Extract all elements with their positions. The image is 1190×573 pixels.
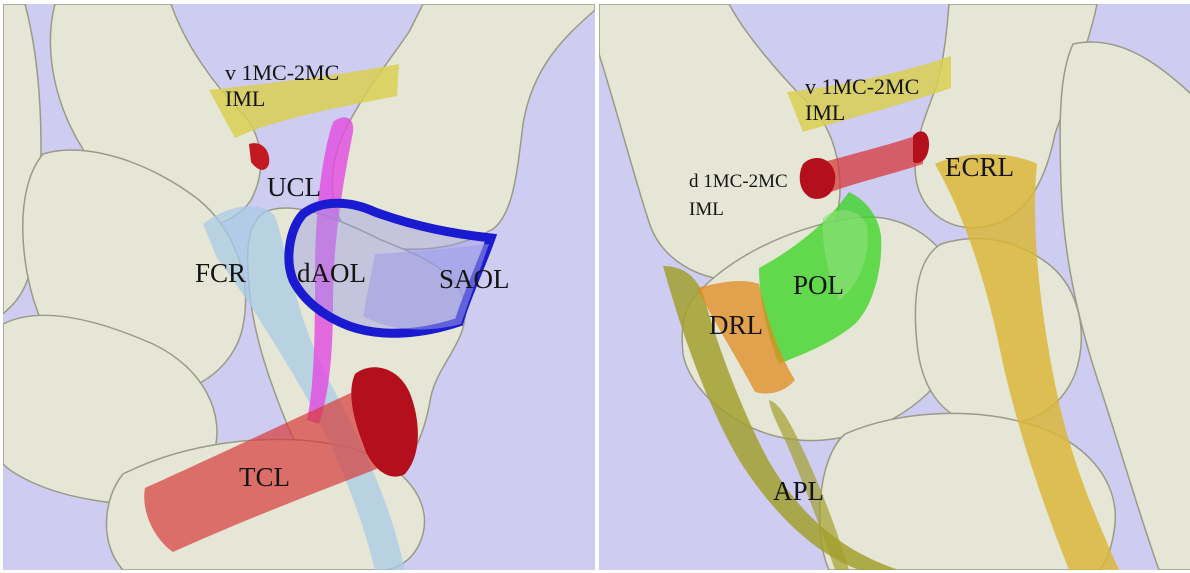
label-fcr: FCR bbox=[195, 260, 246, 287]
right-anatomy-view: v 1MC-2MC IML d 1MC-2MC IML ECRL POL DRL… bbox=[599, 4, 1190, 570]
label-tcl: TCL bbox=[239, 464, 290, 491]
label-saol: SAOL bbox=[439, 266, 510, 293]
label-d-imc-line2: IML bbox=[689, 200, 724, 219]
label-ucl: UCL bbox=[267, 174, 321, 201]
left-anatomy-view: v 1MC-2MC IML UCL FCR dAOL SAOL TCL bbox=[3, 4, 595, 570]
label-drl: DRL bbox=[709, 312, 763, 339]
label-v-imc-right-line2: IML bbox=[805, 102, 845, 124]
label-v-imc-right-line1: v 1MC-2MC bbox=[805, 76, 919, 98]
label-d-imc-line1: d 1MC-2MC bbox=[689, 172, 788, 191]
label-v-imc-left-line2: IML bbox=[225, 88, 265, 110]
label-ecrl: ECRL bbox=[945, 154, 1014, 181]
label-pol: POL bbox=[793, 272, 844, 299]
label-v-imc-left-line1: v 1MC-2MC bbox=[225, 62, 339, 84]
label-daol: dAOL bbox=[297, 260, 366, 287]
d-imc-attachment-left bbox=[800, 158, 835, 199]
label-apl: APL bbox=[773, 478, 824, 505]
